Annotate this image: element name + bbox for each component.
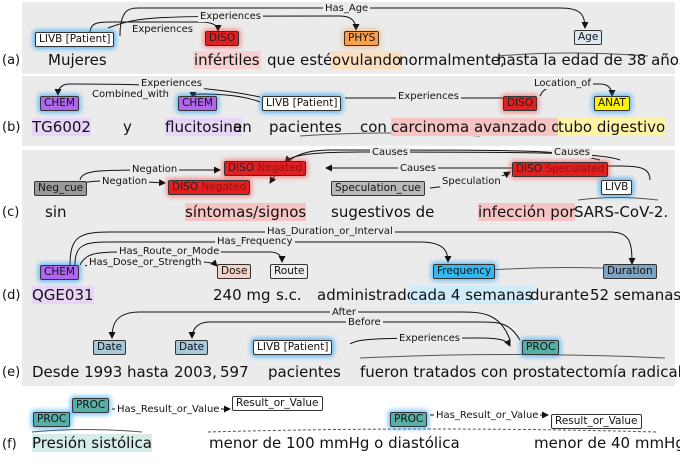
word-duration: 52 semanas [590, 286, 680, 304]
word-livb: SARS-CoV-2. [574, 203, 669, 221]
word-diso: síntomas/signos [185, 203, 307, 221]
tag-diso-negated: DISO Negated [168, 180, 251, 195]
relation-after: After [330, 307, 359, 318]
word: durante [530, 286, 590, 304]
word-livb: pacientes [268, 363, 341, 381]
word-diso: infección por [478, 203, 576, 221]
tag-phys: PHYS [344, 31, 380, 46]
relation-causes: Causes [552, 147, 593, 158]
tag-date: Date [93, 340, 127, 355]
tag-route: Route [270, 264, 309, 279]
relation-negation: Negation [130, 164, 180, 175]
word: con [360, 118, 387, 136]
tag-neg-cue: Neg_cue [34, 181, 88, 196]
tag-proc: PROC [33, 412, 71, 427]
tag-anat: ANAT [594, 96, 630, 111]
tag-frequency: Frequency [433, 264, 496, 279]
tag-date: Date [175, 340, 209, 355]
tag-diso: DISO [503, 96, 538, 111]
tag-diso-label: DISO [172, 181, 199, 193]
word: y [123, 118, 132, 136]
word-date: 2003, [174, 363, 217, 381]
word-chem: TG6002 [32, 118, 91, 136]
relation-experiences: Experiences [130, 24, 195, 35]
row-label-a: (a) [2, 53, 21, 68]
relation-experiences: Experiences [139, 78, 204, 89]
row-label-c: (c) [2, 205, 20, 220]
tag-chem: CHEM [40, 96, 79, 111]
tag-diso-label: DISO [516, 163, 543, 175]
relation-has-dose-or-strength: Has_Dose_or_Strength [87, 257, 204, 268]
word: Mujeres [48, 51, 107, 69]
tag-result-or-value: Result_or_Value [232, 396, 323, 411]
word-date: Desde 1993 hasta [32, 363, 169, 381]
tag-livb-patient: LIVB [Patient] [253, 340, 333, 355]
row-label-e: (e) [2, 365, 21, 380]
relation-combined-with: Combined_with [90, 89, 172, 100]
tag-diso-suffix: Negated [257, 162, 303, 174]
relation-has-result-or-value: Has_Result_or_Value [434, 410, 541, 421]
word-age: hasta la edad de 38 años [497, 51, 680, 69]
word-livb: pacientes [269, 118, 342, 136]
tag-diso-suffix: Negated [201, 181, 247, 193]
tag-age: Age [574, 30, 603, 45]
relation-experiences: Experiences [396, 91, 461, 102]
word: en [233, 118, 252, 136]
relation-causes: Causes [370, 147, 411, 158]
tag-chem: CHEM [40, 265, 79, 280]
word-chem: flucitosina [165, 118, 243, 136]
row-label-b: (b) [2, 120, 21, 135]
word-route: s.c. [276, 286, 302, 304]
tag-livb-patient: LIVB [Patient] [262, 96, 342, 111]
tag-diso-speculated: DISO Speculated [512, 162, 609, 177]
tag-speculation-cue: Speculation_cue [331, 181, 425, 196]
tag-diso-label: DISO [228, 162, 255, 174]
relation-has-frequency: Has_Frequency [215, 236, 295, 247]
tag-livb-patient: LIVB [Patient] [35, 32, 115, 47]
tag-proc: PROC [522, 340, 560, 355]
relation-before: Before [346, 317, 383, 328]
word: menor de 40 mmHg. [534, 434, 680, 452]
tag-result-or-value: Result_or_Value [551, 414, 642, 429]
relation-experiences: Experiences [198, 11, 263, 22]
relation-speculation: Speculation [440, 176, 503, 187]
word-proc: fueron tratados con prostatectomía radic… [360, 363, 680, 381]
word-frequency: cada 4 semanas [410, 286, 533, 304]
tag-livb: LIVB [601, 180, 633, 195]
row-label-d: (d) [2, 288, 21, 303]
row-label-f: (f) [2, 437, 17, 452]
word-diso: infértiles [193, 51, 261, 69]
relation-experiences: Experiences [397, 333, 462, 344]
word: normalmente, [399, 51, 505, 69]
word: administrado [317, 286, 416, 304]
relation-has-result-or-value: Has_Result_or_Value [115, 404, 222, 415]
word-proc: Presión sistólica [32, 434, 152, 452]
word: 597 [220, 363, 249, 381]
relation-has-duration-or-interval: Has_Duration_or_Interval [265, 226, 395, 237]
word-speculation-cue: sugestivos de [331, 203, 435, 221]
word: que estén [267, 51, 342, 69]
relation-has-age: Has_Age [323, 3, 371, 14]
word-phys: ovulando [331, 51, 403, 69]
tag-diso-suffix: Speculated [545, 163, 605, 175]
tag-dose: Dose [217, 264, 252, 279]
word-anat: tubo digestivo [558, 118, 666, 136]
relation-location-of: Location_of [532, 78, 593, 89]
word-dose: 240 mg [213, 286, 271, 304]
word-neg-cue: sin [45, 203, 67, 221]
relation-causes: Causes [398, 163, 439, 174]
word-diso: carcinoma avanzado de [391, 118, 570, 136]
tag-diso: DISO [205, 31, 240, 46]
relation-negation: Negation [100, 176, 150, 187]
tag-duration: Duration [603, 264, 657, 279]
tag-chem: CHEM [178, 96, 217, 111]
tag-proc: PROC [72, 398, 110, 413]
relation-has-route-or-mode: Has_Route_or_Mode [117, 246, 222, 257]
tag-diso-negated: DISO Negated [224, 161, 307, 176]
word-chem: QGE031 [32, 286, 94, 304]
tag-proc: PROC [390, 412, 428, 427]
word: menor de 100 mmHg o diastólica [209, 434, 460, 452]
